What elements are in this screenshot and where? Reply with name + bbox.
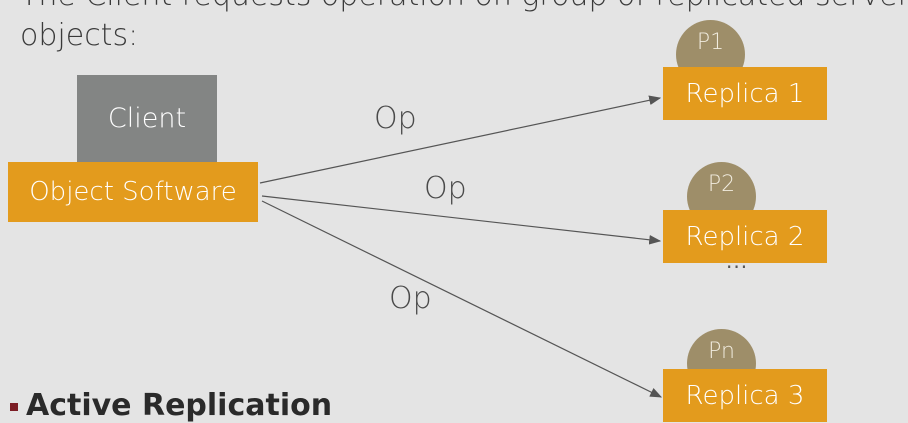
bullet-marker bbox=[10, 402, 18, 411]
slide-heading-line-1: The Client requests operation on group o… bbox=[20, 0, 908, 13]
bullet-active-replication: Active Replication bbox=[10, 388, 332, 423]
bullet-text: Active Replication bbox=[26, 388, 333, 423]
client-box: Client bbox=[77, 75, 217, 162]
op-label-3: Op bbox=[389, 281, 432, 316]
replica-1-box: Replica 1 bbox=[663, 67, 827, 120]
replica-3-box: Replica 3 bbox=[663, 369, 827, 422]
arrow-to-replica-3 bbox=[261, 200, 663, 398]
ellipsis: ... bbox=[726, 249, 749, 273]
arrow-to-replica-1 bbox=[259, 95, 662, 184]
arrow-to-replica-2 bbox=[261, 195, 662, 245]
object-software-box: Object Software bbox=[8, 162, 258, 222]
op-label-2: Op bbox=[424, 171, 467, 206]
op-label-1: Op bbox=[374, 101, 417, 136]
replica-2-box: Replica 2 bbox=[663, 210, 827, 263]
slide-heading-line-2: objects: bbox=[20, 18, 139, 53]
